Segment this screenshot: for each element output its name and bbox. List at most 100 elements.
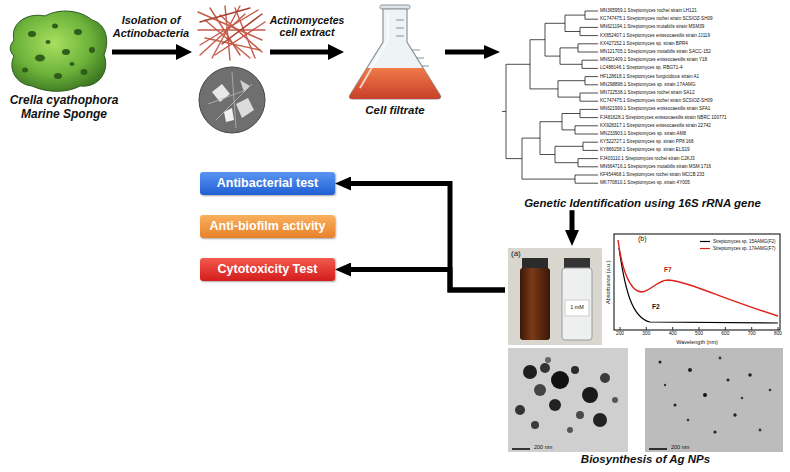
tem-image — [582, 387, 598, 403]
label-holder: 700 — [742, 331, 762, 337]
tree-leaf-label: KX427152.1 Streptomyces sp. strain BPR4 — [600, 41, 785, 47]
tree-leaf-label: KC747475.1 Streptomyces rochei strain SC… — [600, 98, 785, 104]
assay-box: Cytotoxicity Test — [200, 258, 335, 281]
tree-branch — [585, 19, 598, 20]
text-label: 600 — [715, 331, 735, 337]
label-holder: MK770810.1 Streptomyces sp. strain 4Y005 — [600, 180, 785, 186]
tree-leaf-label: KY866158.1 Streptomyces sp. strain ELS19 — [600, 147, 785, 153]
layout-arrow — [270, 50, 330, 55]
text-label: Isolation of Actinobacteria — [106, 14, 196, 39]
layout-arrow — [176, 44, 192, 60]
label-holder: MN722538.1 Streptomyces rochei strain SA… — [600, 90, 785, 96]
tree-branch — [560, 64, 582, 65]
label-holder: HF128618.1 Streptomyces fungicidicus str… — [600, 74, 785, 80]
text-label: (b) — [638, 235, 652, 243]
legend-line-sample — [700, 246, 711, 251]
tem-image — [534, 384, 546, 396]
tree-branch — [522, 179, 575, 180]
vial-photo — [508, 248, 602, 345]
tem-image — [571, 366, 579, 374]
tem-image — [727, 379, 730, 382]
tem-image — [645, 348, 783, 452]
assay-box: Anti-biofilm activity — [200, 215, 335, 238]
tem-image — [687, 419, 690, 422]
flask-picture — [396, 20, 429, 66]
text-label: F7 — [664, 266, 678, 273]
tree-branch — [562, 129, 575, 130]
label-holder: (b) — [638, 235, 652, 243]
vial-photo — [508, 248, 602, 345]
sponge-picture — [35, 55, 45, 62]
text-label: 700 — [742, 331, 762, 337]
tree-branch — [578, 43, 598, 44]
tree-branch — [582, 60, 598, 61]
flow-arrow — [570, 210, 575, 235]
label-holder: FJ481628.1 Streptomyces enissocaesilis s… — [600, 115, 785, 121]
sponge-picture — [62, 49, 70, 55]
legend-entry: Streptomyces sp. 15AAMG(F2) — [700, 238, 776, 244]
vial-photo — [565, 300, 589, 316]
flask-picture — [349, 5, 440, 99]
label-holder: F2 — [652, 303, 666, 310]
tree-leaf-label: HF128618.1 Streptomyces fungicidicus str… — [600, 74, 785, 80]
tree-branch — [506, 158, 522, 159]
layout-arrow — [112, 50, 178, 55]
tree-branch — [580, 101, 598, 102]
tem-image — [664, 384, 666, 386]
tree-branch — [583, 150, 598, 151]
flask-panel: Cell filtrate — [345, 4, 445, 117]
tree-branch — [545, 56, 560, 57]
label-holder: F7 — [664, 266, 678, 273]
label-holder: KC747475.1 Streptomyces rochei strain SC… — [600, 98, 785, 104]
tree-leaf-label: KX928317.1 Streptomyces enissocaesilis s… — [600, 123, 785, 129]
tree-branch — [578, 166, 598, 167]
tree-branch — [545, 23, 565, 24]
tree-branch — [530, 39, 545, 40]
label-holder: MN365959.1 Streptomyces rochei strain LH… — [600, 8, 785, 14]
label-holder: MN298898.1 Streptomyces sp. strain 17AAM… — [600, 82, 785, 88]
tree-branch — [575, 125, 598, 126]
tem-image — [567, 427, 573, 433]
flask-picture — [349, 9, 440, 99]
tree-leaf-label: LC488146.1 Streptomyces sp. RBGT1-4 — [600, 65, 785, 71]
tem-image — [512, 448, 530, 450]
tree-branch — [560, 47, 578, 48]
absorbance-chart — [614, 234, 780, 330]
sponge-picture — [10, 11, 106, 91]
tree-branch — [580, 27, 598, 28]
tree-branch — [585, 84, 598, 85]
label-holder: 400 — [663, 331, 683, 337]
tree-leaf-label: MN621194.1 Streptomyces mutabilis strain… — [600, 24, 785, 30]
tree-leaf-label: MN621409.1 Streptomyces enissocaesilis s… — [600, 57, 785, 63]
tree-branch — [540, 121, 562, 122]
label-holder: 200 nm — [671, 444, 705, 450]
tree-branch — [575, 134, 598, 135]
tem-image — [649, 448, 667, 450]
flow-arrow — [346, 184, 505, 291]
node-text: Antibacterial test — [208, 172, 327, 195]
label-holder: 1 mM — [565, 304, 589, 310]
text-label: 500 — [689, 331, 709, 337]
node-text: Anti-biofilm activity — [208, 215, 327, 238]
tem-image — [748, 373, 752, 377]
tem-image — [523, 365, 537, 379]
tree-branch — [555, 146, 583, 147]
absorbance-chart — [618, 240, 778, 316]
tem-image — [531, 421, 539, 429]
text-label: 200 — [610, 331, 630, 337]
sponge-panel: Crella cyathophora Marine Sponge — [3, 6, 125, 122]
flow-arrow — [346, 270, 505, 291]
legend-line-sample — [700, 240, 710, 241]
text-label: Absorbance (a.u.) — [605, 242, 611, 322]
vial-photo — [562, 268, 592, 340]
tree-leaf-label: MN121705.1 Streptomyces mutabilis strain… — [600, 49, 785, 55]
tem-image — [674, 404, 677, 407]
label-holder: MN664716.1 Streptomyces mutabilis strain… — [600, 164, 785, 170]
actinobacteria-filaments — [198, 29, 265, 30]
sponge-picture — [22, 68, 28, 73]
tem-image — [703, 393, 707, 397]
sponge-picture — [89, 47, 95, 53]
tem-image — [508, 348, 628, 452]
tem-image — [733, 413, 736, 416]
